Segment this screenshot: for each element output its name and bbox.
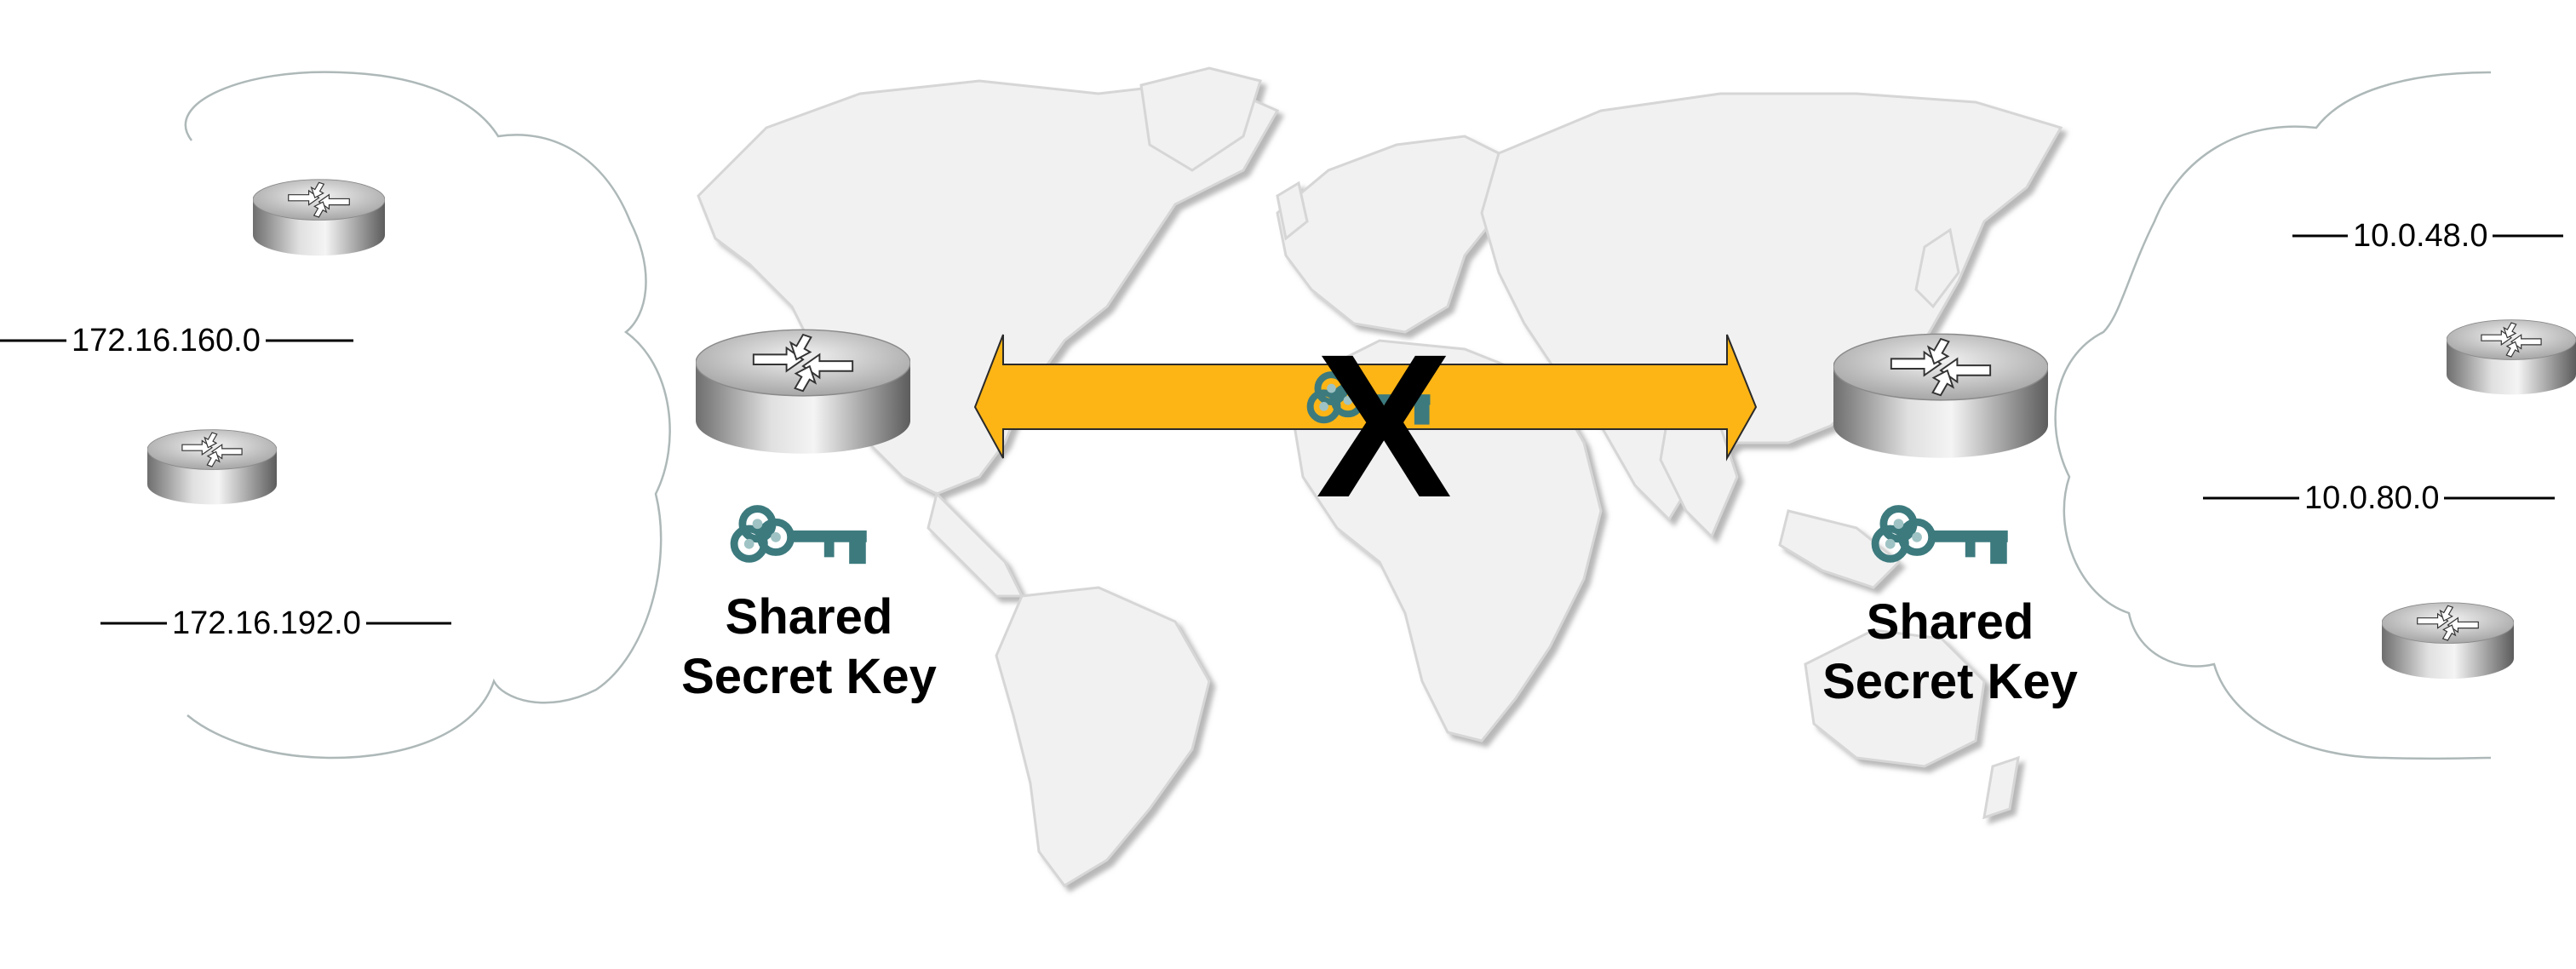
network-label-left-1: 172.16.160.0: [66, 322, 266, 359]
network-label-left-2: 172.16.192.0: [167, 605, 366, 642]
network-label-right-2: 10.0.80.0: [2299, 479, 2445, 517]
key-label-line: Shared: [725, 589, 893, 645]
key-icon: [724, 492, 870, 571]
shared-secret-key-label-right: Shared Secret Key: [1814, 593, 2086, 712]
key-label-line: Secret Key: [1822, 654, 2078, 709]
shared-secret-key-label-left: Shared Secret Key: [673, 588, 945, 707]
network-label-right-1: 10.0.48.0: [2348, 217, 2493, 255]
key-label-line: Shared: [1866, 594, 2034, 650]
key-icon: [1865, 492, 2011, 571]
blocked-x-mark: X: [1316, 312, 1453, 540]
key-label-line: Secret Key: [681, 649, 937, 704]
